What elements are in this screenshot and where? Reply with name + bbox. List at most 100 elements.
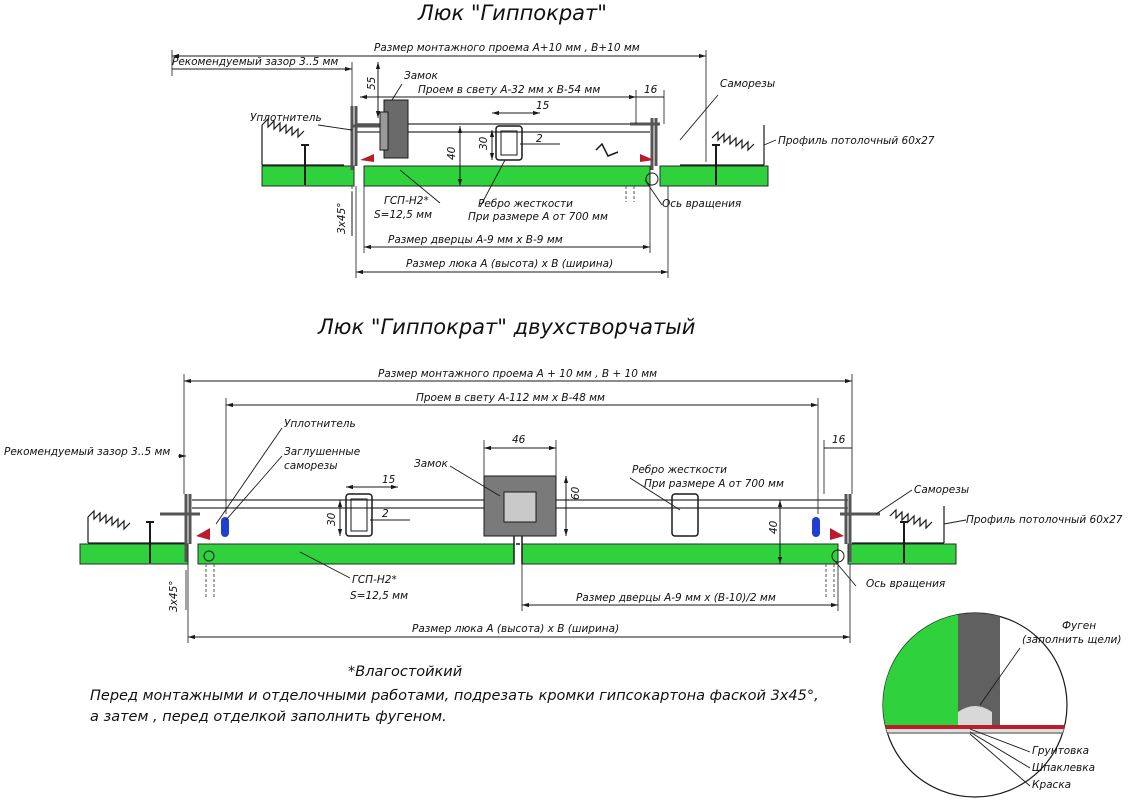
bottom-axis-label: Ось вращения <box>866 578 946 590</box>
bottom-plugged-screws-1: Заглушенные <box>284 446 361 458</box>
detail-fill-gaps-label: (заполнить щели) <box>1022 634 1122 646</box>
extension-lines-bottom <box>183 374 853 643</box>
top-rib-label: Ребро жесткости <box>478 198 573 210</box>
detail-paint-label: Краска <box>1032 779 1072 791</box>
top-hatch-size-label: Размер люка А (высота) х В (ширина) <box>406 258 614 270</box>
top-d2: 2 <box>536 133 543 145</box>
top-door-size-label: Размер дверцы А-9 мм х В-9 мм <box>388 234 563 246</box>
screw-right-2 <box>900 521 908 563</box>
bottom-lock-label: Замок <box>414 458 448 470</box>
bottom-chamfer: 3х45° <box>168 580 180 612</box>
rotation-axis-right <box>831 549 845 563</box>
bottom-screws-label: Саморезы <box>914 484 970 496</box>
bottom-gap-label: Рекомендуемый зазор 3..5 мм <box>4 446 171 458</box>
bottom-rib-label: Ребро жесткости <box>632 464 727 476</box>
ceiling-profile-left <box>261 117 344 166</box>
instruction-line-1: Перед монтажными и отделочными работами,… <box>90 688 819 704</box>
top-profile-label: Профиль потолочный 60х27 <box>778 135 935 147</box>
frame-left <box>350 106 380 170</box>
top-d55: 55 <box>366 76 378 90</box>
bottom-profile-label: Профиль потолочный 60х27 <box>966 514 1123 526</box>
detail-fugen-fill <box>958 706 992 725</box>
gypsum-board-leaf-right <box>521 543 839 565</box>
bottom-d40: 40 <box>768 520 780 534</box>
stiffener-rib-left <box>345 493 373 537</box>
ceiling-profile-left-2 <box>87 509 186 544</box>
gypsum-board-right-2 <box>847 543 957 565</box>
top-seal-label: Уплотнитель <box>250 112 322 124</box>
seal-right <box>640 154 654 162</box>
top-d16: 16 <box>644 84 658 96</box>
top-mount-opening-label: Размер монтажного проема А+10 мм , В+10 … <box>374 42 640 54</box>
gypsum-board-right <box>659 165 769 187</box>
detail-board <box>883 613 958 725</box>
gypsum-board-door <box>363 165 651 187</box>
screw-left-2 <box>146 521 154 563</box>
detail-primer-label: Грунтовка <box>1032 745 1090 757</box>
detail-fugen-label: Фуген <box>1062 620 1097 632</box>
ceiling-profile-right <box>680 125 765 166</box>
screw-right <box>712 144 720 185</box>
bottom-d60: 60 <box>570 486 582 500</box>
bottom-d30: 30 <box>326 512 338 526</box>
screw-left <box>301 144 309 185</box>
bottom-plugged-screws-2: саморезы <box>284 460 338 472</box>
bottom-rib-cond-label: При размере А от 700 мм <box>644 478 784 490</box>
top-gsp-label: ГСП-Н2* <box>384 195 429 207</box>
gypsum-board-left <box>261 165 355 187</box>
frame-left-2 <box>160 494 200 562</box>
bottom-d2: 2 <box>382 508 389 520</box>
top-s-label: S=12,5 мм <box>374 209 433 221</box>
top-section-drawing <box>171 50 777 278</box>
top-axis-label: Ось вращения <box>662 198 742 210</box>
seal-right-2 <box>830 528 844 540</box>
top-lock-label: Замок <box>404 70 438 82</box>
bottom-seal-label: Уплотнитель <box>284 418 356 430</box>
plugged-screw-left <box>221 517 229 537</box>
detail-putty-label: Шпаклевка <box>1032 762 1096 774</box>
detail-putty <box>958 613 1000 725</box>
extension-lines-top <box>171 50 707 278</box>
rotation-axis <box>645 172 659 186</box>
ceiling-profile-right-2 <box>852 506 945 544</box>
bottom-d15: 15 <box>382 474 396 486</box>
top-title: Люк "Гиппократ" <box>418 1 607 25</box>
frame-right <box>630 118 660 170</box>
top-d30: 30 <box>478 136 490 150</box>
bottom-hatch-size-label: Размер люка А (высота) х В (ширина) <box>412 623 620 635</box>
detail-primer <box>883 725 1067 729</box>
gypsum-board-left-2 <box>79 543 189 565</box>
moisture-note: *Влагостойкий <box>348 664 463 680</box>
top-d40: 40 <box>446 146 458 160</box>
stiffener-rib <box>495 125 523 161</box>
rotation-axis-left <box>203 550 215 562</box>
seal-left <box>360 154 374 162</box>
top-chamfer: 3х45° <box>336 202 348 234</box>
top-clear-opening-label: Проем в свету А-32 мм х В-54 мм <box>418 84 601 96</box>
top-rib-cond-label: При размере А от 700 мм <box>468 211 608 223</box>
hinge-hidden-lines-2 <box>205 564 835 598</box>
leader-lines-bottom <box>215 427 967 587</box>
detail-circle <box>882 612 1068 798</box>
top-screws-label: Саморезы <box>720 78 776 90</box>
bottom-door-size-label: Размер дверцы А-9 мм х (В-10)/2 мм <box>576 592 776 604</box>
instruction-line-2: а затем , перед отделкой заполнить фуген… <box>90 709 447 725</box>
bottom-d46: 46 <box>512 434 526 446</box>
lock-window <box>503 491 537 523</box>
top-gap-label: Рекомендуемый зазор 3..5 мм <box>172 56 339 68</box>
bottom-gsp-label: ГСП-Н2* <box>352 574 397 586</box>
stiffener-rib-inner <box>500 130 518 156</box>
frame-right-2 <box>840 494 880 562</box>
detail-leaders <box>969 647 1031 787</box>
stiffener-rib-right <box>671 493 699 537</box>
bottom-d16: 16 <box>832 434 846 446</box>
bottom-clear-opening-label: Проем в свету А-112 мм х В-48 мм <box>416 392 605 404</box>
seal-left-2 <box>196 528 210 540</box>
spring-latch <box>595 142 619 157</box>
top-d15: 15 <box>536 100 550 112</box>
gypsum-board-leaf-left <box>197 543 515 565</box>
center-mullion <box>513 536 523 564</box>
leader-lines-top <box>317 83 777 208</box>
